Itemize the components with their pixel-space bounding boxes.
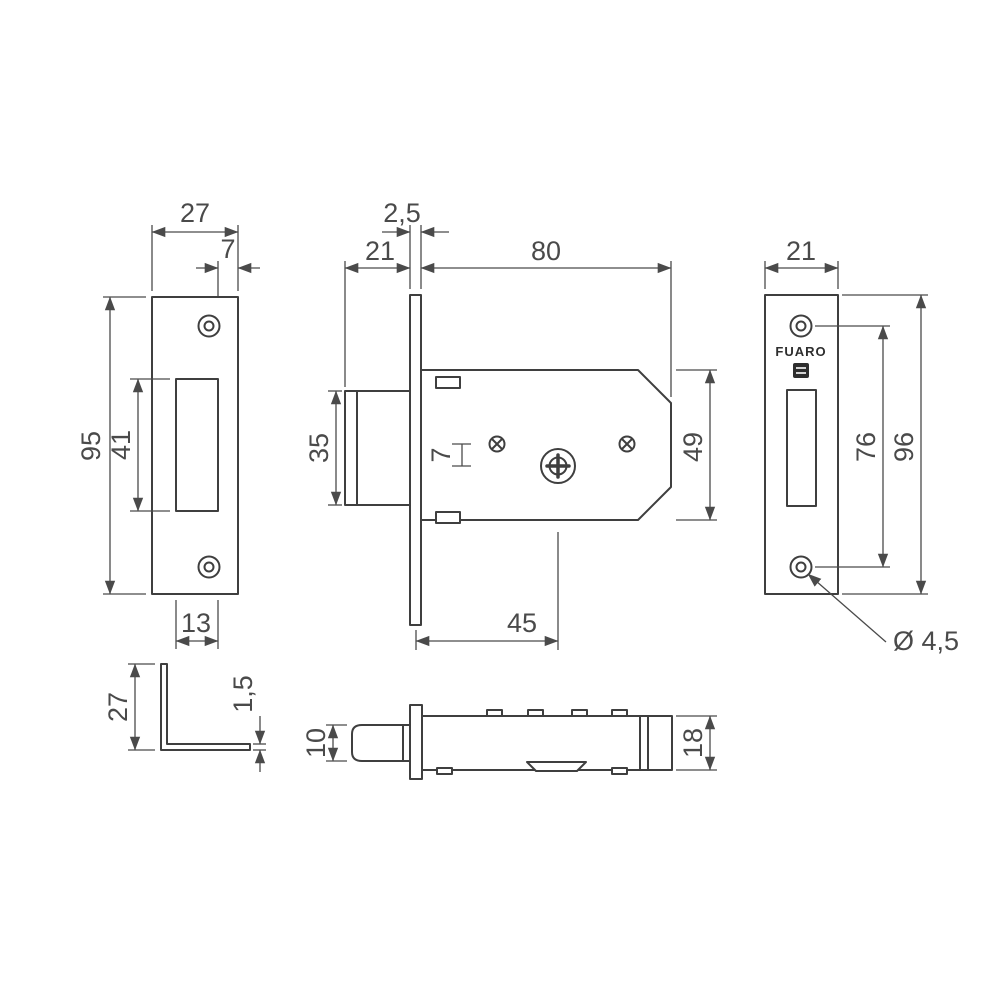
- case-tab: [486, 709, 503, 717]
- faceplate-front-view: FUARO 21 76 96 Ø 4,5: [764, 236, 959, 656]
- dim-bolt-diameter: 10: [301, 728, 331, 758]
- dim-faceplate-thickness: 2,5: [383, 198, 421, 228]
- screw-hole-bottom-inner: [203, 561, 215, 573]
- dim-bracket-height: 27: [103, 692, 133, 722]
- case-tab: [527, 709, 544, 717]
- dim-backset: 45: [507, 608, 537, 638]
- faceplate-edge: [409, 294, 422, 626]
- case-tab: [611, 767, 628, 775]
- case-detent: [526, 761, 587, 772]
- dim-center-offset: 7: [426, 447, 456, 462]
- dim-slot-width: 13: [181, 608, 211, 638]
- screw-post-right-cross-icon: [621, 438, 633, 450]
- dim-bolt-throw: 21: [365, 236, 395, 266]
- dim-edge-offset: 7: [220, 234, 235, 264]
- brand-label: FUARO: [775, 344, 826, 359]
- deadbolt: [344, 390, 411, 506]
- dim-plate-height: 95: [76, 431, 106, 461]
- case-tab: [611, 709, 628, 717]
- dim-faceplate-height: 96: [889, 432, 919, 462]
- brand-logo-icon: [793, 363, 809, 378]
- brand-logo-box: [793, 363, 809, 378]
- faceplate-hole-top: [789, 314, 813, 338]
- spindle-hub: [540, 448, 576, 484]
- lock-body-side-view: 7 2,5 21 80 35 49 45: [304, 198, 717, 650]
- dim-screw-spacing: 76: [851, 432, 881, 462]
- phillips-screw-icon: [545, 453, 571, 479]
- screw-hole-bottom: [197, 555, 221, 579]
- faceplate-hole-bottom: [789, 555, 813, 579]
- screw-post-left-cross-icon: [491, 438, 503, 450]
- screw-hole-top-inner: [203, 320, 215, 332]
- faceplate-top-edge: [409, 704, 423, 780]
- dim-slot-height: 41: [106, 430, 136, 460]
- screw-post-right: [618, 435, 636, 453]
- lock-body-outline: [420, 369, 672, 521]
- strike-plate-front-view: 27 7 95 41 13: [76, 198, 260, 649]
- dim-bolt-height: 35: [304, 433, 334, 463]
- dim-bracket-thickness: 1,5: [228, 675, 258, 713]
- mount-lug-bottom: [435, 511, 461, 524]
- dim-body-width: 18: [678, 728, 708, 758]
- deadbolt-top-view: [351, 724, 411, 762]
- dim-body-depth: 80: [531, 236, 561, 266]
- dim-hole-diameter: Ø 4,5: [893, 626, 959, 656]
- case-tab: [436, 767, 453, 775]
- dim-faceplate-width: 21: [786, 236, 816, 266]
- angle-bracket-view: 27 1,5: [103, 663, 266, 772]
- faceplate-slot: [786, 389, 817, 507]
- faceplate-hole-top-inner: [795, 320, 807, 332]
- faceplate-hole-bottom-inner: [795, 561, 807, 573]
- angle-bracket-outline: [160, 663, 251, 751]
- dim-body-height: 49: [678, 432, 708, 462]
- lock-body-top-view: 10 18: [301, 704, 717, 780]
- leader-line-hole-dia: [807, 573, 887, 643]
- screw-hole-top: [197, 314, 221, 338]
- dim-plate-width: 27: [180, 198, 210, 228]
- screw-post-left: [488, 435, 506, 453]
- strike-plate-slot: [175, 378, 219, 512]
- case-tab: [571, 709, 588, 717]
- mount-lug-top: [435, 376, 461, 389]
